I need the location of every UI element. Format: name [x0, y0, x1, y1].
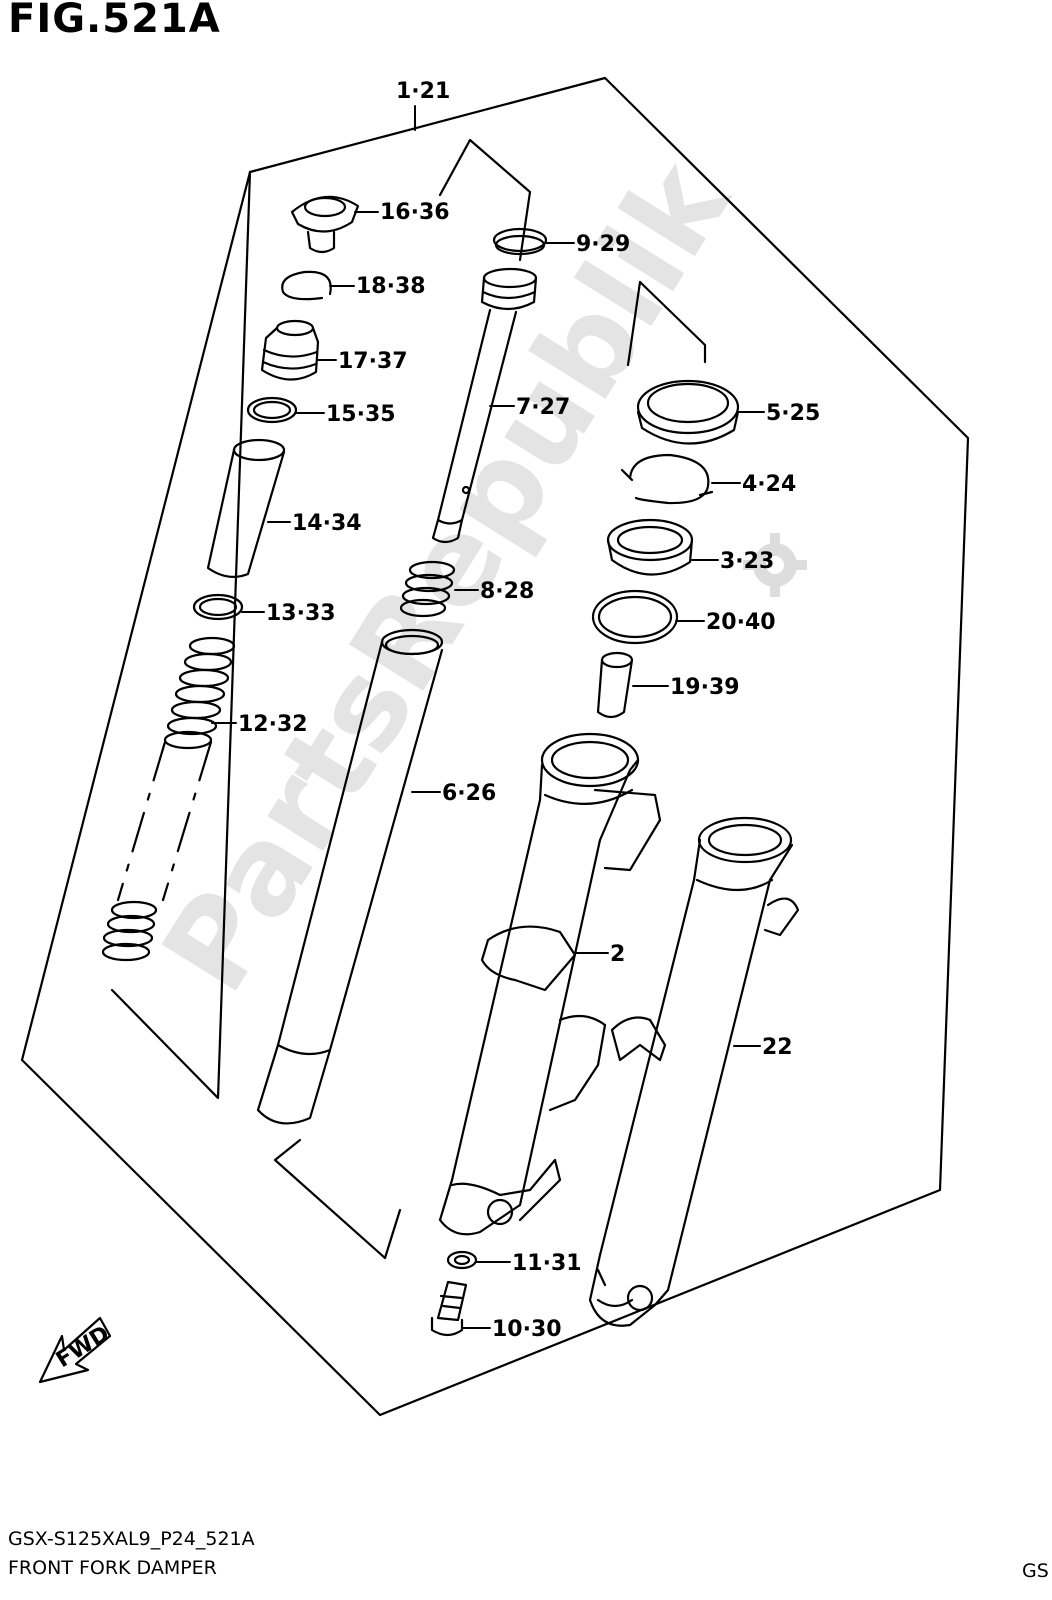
part-6-26-inner-tube: [256, 628, 444, 1125]
part-11-31-washer: [446, 1250, 478, 1270]
fwd-label: FWD: [52, 1321, 114, 1373]
part-4-24-clip: [620, 453, 714, 505]
callout-13-33: 13·33: [266, 601, 336, 626]
part-20-40-ring: [591, 589, 679, 645]
part-15-35-ring: [246, 396, 298, 424]
callout-9-29: 9·29: [576, 232, 630, 257]
callout-17-37: 17·37: [338, 349, 408, 374]
callout-7-27: 7·27: [516, 395, 570, 420]
part-16-36-cap: [290, 195, 360, 254]
callout-8-28: 8·28: [480, 579, 534, 604]
leader-lines: [211, 105, 765, 1329]
part-18-38-snap-ring: [281, 270, 332, 301]
callout-18-38: 18·38: [356, 274, 426, 299]
callout-19-39: 19·39: [670, 675, 740, 700]
part-10-30-bolt: [430, 1280, 468, 1337]
left-frame: [110, 170, 252, 1100]
part-12-32-spring: [101, 636, 236, 962]
callout-2: 2: [610, 942, 625, 967]
gear-icon: [743, 533, 807, 597]
part-9-29-ring: [492, 227, 548, 256]
fwd-arrow-icon: FWD: [38, 1316, 114, 1384]
callout-3-23: 3·23: [720, 549, 774, 574]
figure-title: FIG.521A: [8, 0, 221, 42]
part-3-23-oil-seal: [606, 518, 694, 576]
callout-22: 22: [762, 1035, 793, 1060]
part-14-34-tube: [206, 438, 286, 579]
part-17-37-seal: [260, 319, 320, 381]
model-code: GSX-S125XAL9_P24_521A: [8, 1528, 255, 1550]
callout-14-34: 14·34: [292, 511, 362, 536]
callout-15-35: 15·35: [326, 402, 396, 427]
outer-frame: [20, 76, 970, 1417]
part-8-28-spring: [399, 560, 456, 618]
part-22-outer-tube-right: [588, 816, 800, 1327]
callout-16-36: 16·36: [380, 200, 450, 225]
callout-11-31: 11·31: [512, 1251, 582, 1276]
middle-frame: [273, 138, 532, 1260]
part-5-25-dust-seal: [636, 379, 740, 445]
callout-4-24: 4·24: [742, 472, 796, 497]
callout-20-40: 20·40: [706, 610, 776, 635]
callout-labels: 1·21 16·36 18·38 17·37 15·35 14·34 13·33…: [238, 79, 820, 1342]
corner-code: GS: [1022, 1560, 1049, 1582]
right-frame: [626, 280, 707, 367]
callout-10-30: 10·30: [492, 1317, 562, 1342]
part-13-33-ring: [192, 593, 244, 621]
section-name: FRONT FORK DAMPER: [8, 1557, 217, 1579]
part-7-27-rod: [431, 267, 538, 544]
part-2-outer-tube-left: [438, 732, 662, 1236]
part-19-39-piece: [596, 651, 634, 719]
callout-1-21: 1·21: [396, 79, 450, 104]
callout-6-26: 6·26: [442, 781, 496, 806]
callout-5-25: 5·25: [766, 401, 820, 426]
callout-12-32: 12·32: [238, 712, 308, 737]
